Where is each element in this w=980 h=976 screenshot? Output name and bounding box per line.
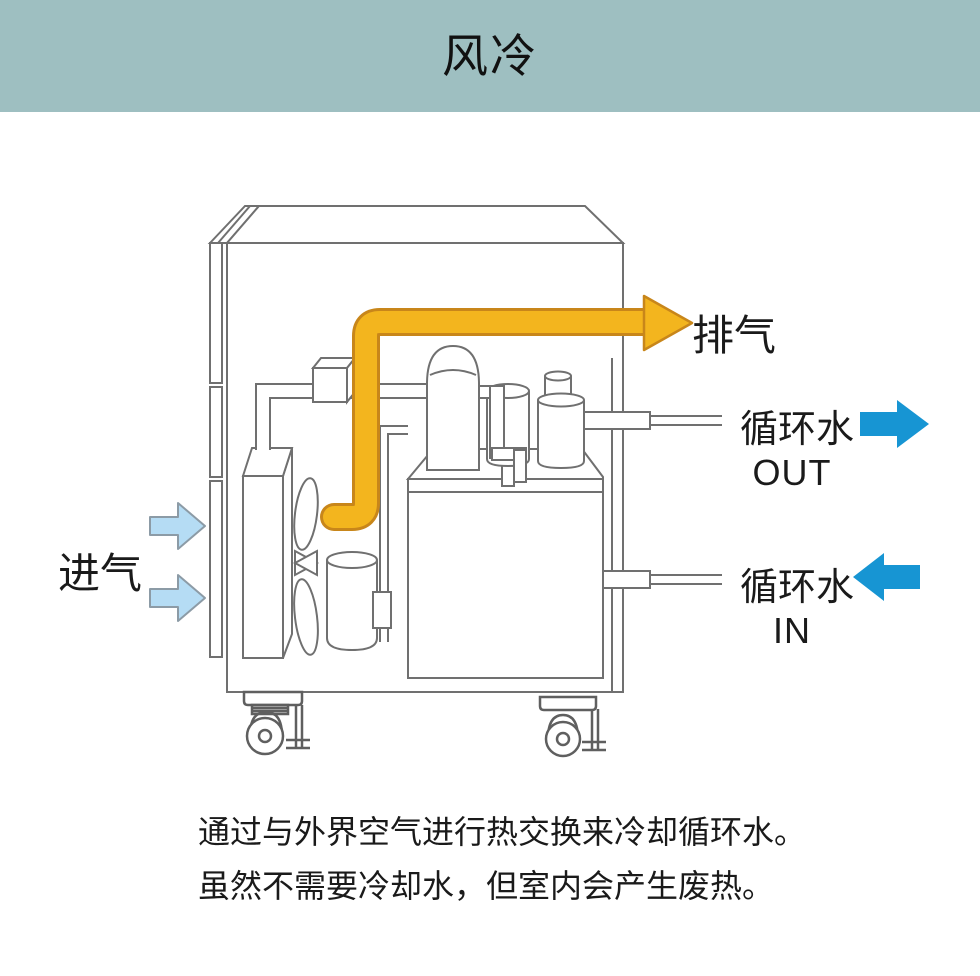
fan xyxy=(292,477,320,656)
heat-exchanger xyxy=(241,447,294,659)
intake-arrow-bottom xyxy=(149,574,206,622)
casters xyxy=(242,690,606,758)
caster-right xyxy=(538,695,606,758)
water-out-pipe xyxy=(583,411,722,430)
description-line-1: 通过与外界空气进行热交换来冷却循环水。 xyxy=(198,814,807,850)
title-banner: 风冷 xyxy=(0,0,980,112)
accumulator-valve-box xyxy=(372,591,392,629)
junction-box xyxy=(310,355,358,405)
compressor-pipes xyxy=(477,385,527,483)
internal-components xyxy=(241,344,722,679)
water-in-direction: IN xyxy=(773,610,811,651)
intake-label: 进气 xyxy=(58,550,143,597)
description-line-2: 虽然不需要冷却水，但室内会产生废热。 xyxy=(198,868,775,904)
fan-blade xyxy=(293,578,319,656)
intake-arrows xyxy=(149,502,206,622)
cabinet-side-strip xyxy=(209,242,223,384)
water-out-direction: OUT xyxy=(752,452,832,493)
cabinet-top-face xyxy=(224,205,626,244)
exhaust-label: 排气 xyxy=(692,312,777,359)
water-in-label: 循环水 xyxy=(740,567,855,609)
pump xyxy=(537,370,585,470)
water-out-label: 循环水 xyxy=(740,409,855,451)
intake-arrow-top xyxy=(149,502,206,550)
exhaust-arrow-head xyxy=(642,294,694,352)
cabinet-side-strip xyxy=(209,480,223,658)
cabinet-side-strip xyxy=(209,386,223,478)
fan-blade xyxy=(293,477,319,551)
water-out-arrow xyxy=(860,400,929,448)
water-in-arrow xyxy=(853,553,920,601)
water-in-pipe xyxy=(602,570,722,589)
accumulator xyxy=(326,551,392,652)
compressor xyxy=(426,344,480,471)
exhaust-duct xyxy=(320,294,694,531)
caster-left xyxy=(242,690,310,756)
fan-hub xyxy=(292,549,318,577)
page-title: 风冷 xyxy=(442,30,538,82)
